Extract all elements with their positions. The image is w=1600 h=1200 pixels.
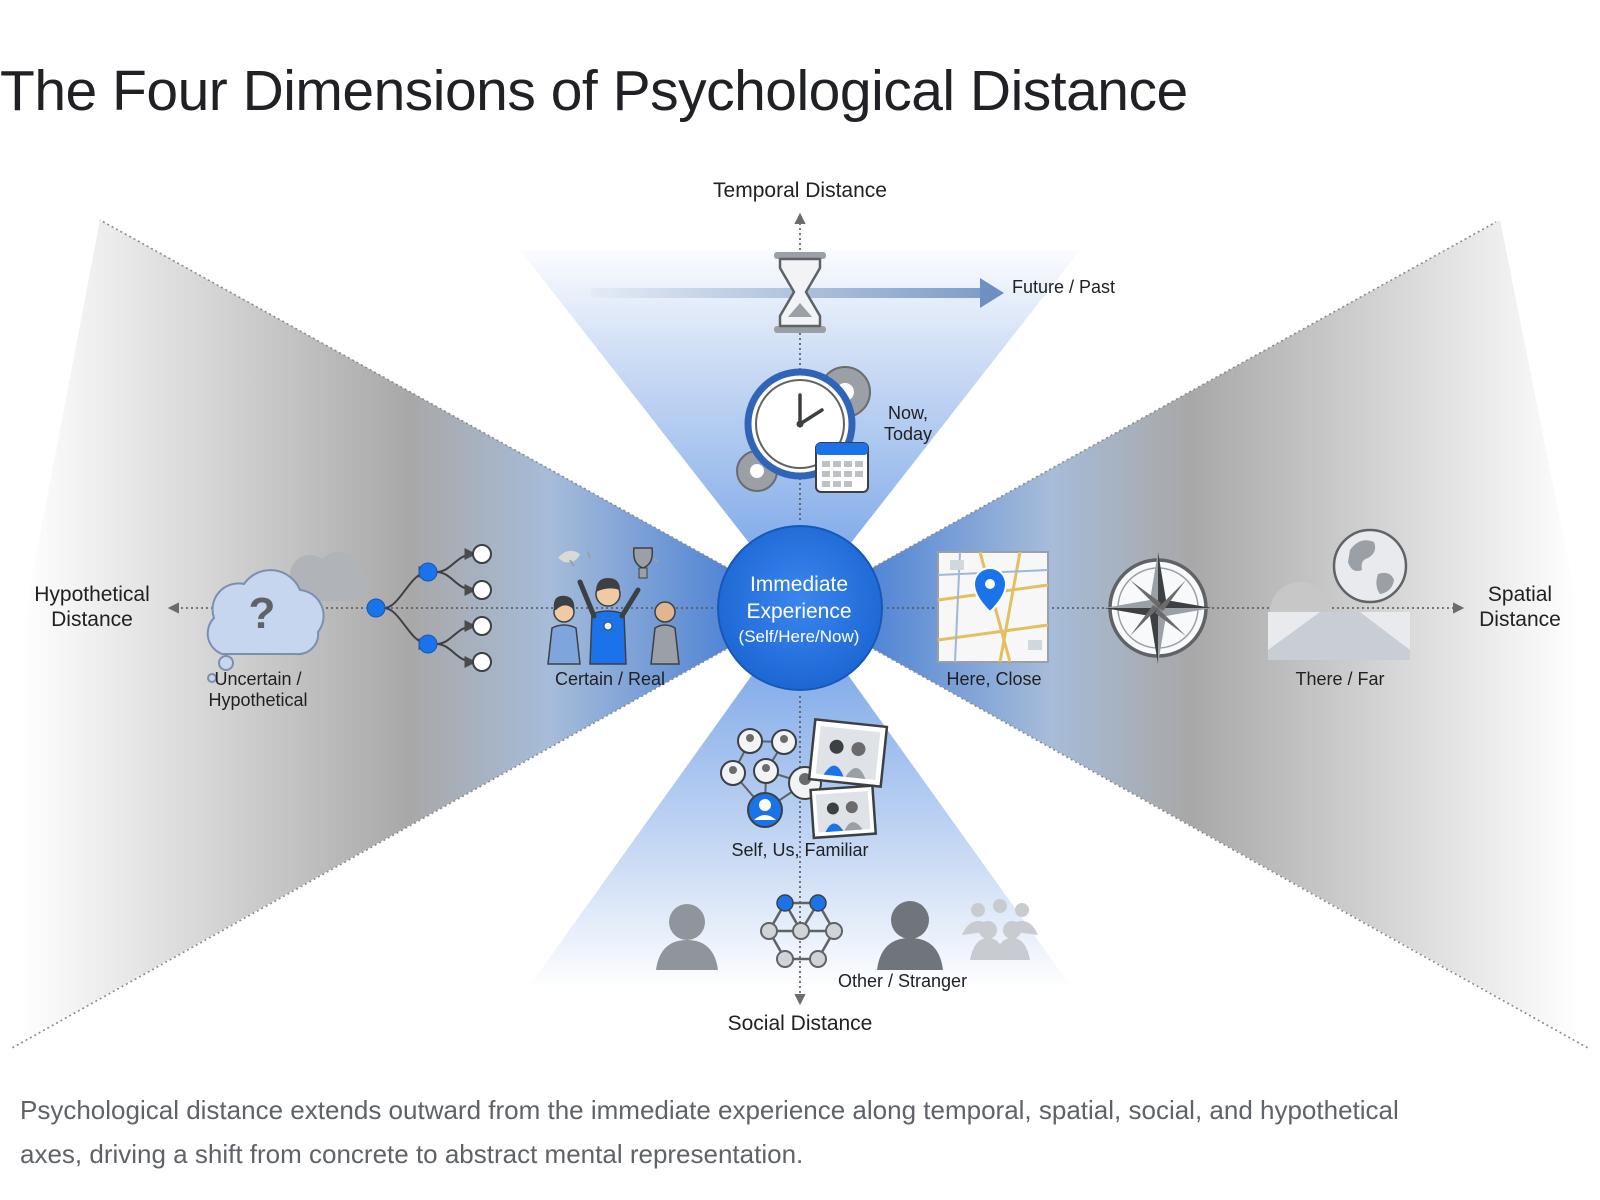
here-close-label: Here, Close [946, 669, 1042, 689]
immediate-experience-node [717, 525, 883, 691]
cloud-question-icon: ? [206, 551, 369, 683]
group-icon [962, 899, 1038, 960]
psychological-distance-diagram: ? [0, 150, 1600, 1070]
immediate-experience-label: Immediate Experience (Self/Here/Now) [718, 571, 880, 649]
compass-icon [1104, 552, 1212, 664]
uncertain-line-1: Uncertain / [214, 669, 302, 689]
center-line-2: Experience [746, 600, 852, 623]
social-distance-label: Social Distance [727, 1012, 873, 1035]
spatial-distance-label: Spatial Distance [1460, 583, 1580, 633]
person-silhouette-icon [656, 904, 718, 970]
social-network-photos-icon [720, 718, 889, 840]
boundary-line [11, 607, 801, 1049]
hypothetical-wedge [10, 220, 800, 1048]
page-title: The Four Dimensions of Psychological Dis… [0, 59, 1188, 123]
now-today-text: Now, Today [883, 403, 933, 445]
future-past-arrow [590, 278, 1004, 308]
hourglass-icon [774, 252, 826, 333]
spatial-title-line-1: Spatial [1487, 583, 1553, 606]
hypothetical-distance-label: Hypothetical Distance [22, 583, 162, 633]
there-far-label: There / Far [1295, 669, 1385, 689]
future-past-label: Future / Past [1012, 277, 1116, 297]
temporal-distance-label: Temporal Distance [713, 179, 887, 202]
svg-text:?: ? [249, 589, 276, 638]
globe-icon [1332, 528, 1408, 604]
figure-caption: Psychological distance extends outward f… [20, 1095, 1399, 1169]
map-pin-icon [937, 551, 1049, 663]
now-today-label: Now, Today [878, 403, 938, 445]
hypothetical-title-line-2: Distance [51, 607, 133, 631]
distant-landscape-icon [1268, 582, 1410, 660]
stranger-silhouette-icon [877, 901, 943, 970]
boundary-line [799, 607, 1589, 1049]
boundary-line [99, 219, 801, 609]
decision-tree-icon [366, 544, 492, 672]
uncertain-line-2: Hypothetical [208, 690, 308, 711]
other-stranger-label: Other / Stranger [838, 971, 968, 991]
spatial-title-line-2: Distance [1479, 607, 1561, 631]
center-line-3: (Self/Here/Now) [738, 627, 860, 646]
hypothetical-title-line-1: Hypothetical [34, 583, 150, 606]
celebration-people-icon [547, 545, 680, 665]
clock-calendar-icon [736, 366, 871, 493]
self-us-familiar-label: Self, Us, Familiar [731, 840, 869, 860]
uncertain-hypothetical-label: Uncertain / Hypothetical [188, 669, 328, 711]
center-line-1: Immediate [749, 573, 849, 596]
network-graph-icon [760, 894, 843, 968]
certain-real-label: Certain / Real [554, 669, 666, 689]
